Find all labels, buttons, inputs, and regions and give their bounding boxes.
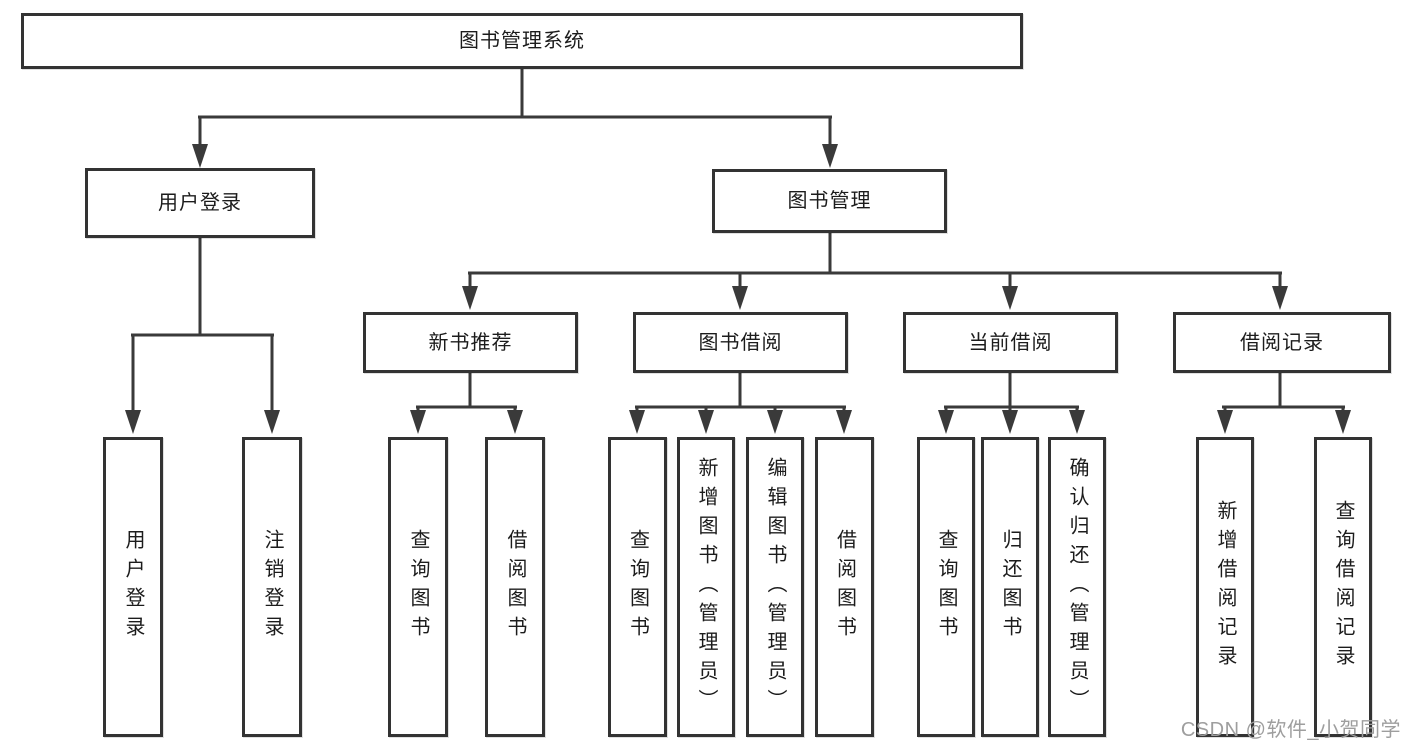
node-user-login: 用户登录 [85, 168, 315, 238]
node-current-borrow: 当前借阅 [903, 312, 1118, 373]
leaf-return-book: 归还图书 [981, 437, 1039, 737]
leaf-edit-book-admin: 编辑图书（管理员） [746, 437, 804, 737]
watermark: CSDN @软件_小贺同学 [1180, 719, 1401, 741]
node-borrow-records: 借阅记录 [1173, 312, 1391, 373]
leaf-query-books-current: 查询图书 [917, 437, 975, 737]
leaf-query-books-recommend: 查询图书 [388, 437, 448, 737]
leaf-add-book-admin: 新增图书（管理员） [677, 437, 735, 737]
leaf-user-login: 用户登录 [103, 437, 163, 737]
leaf-borrow-books-recommend: 借阅图书 [485, 437, 545, 737]
leaf-query-borrow-record: 查询借阅记录 [1314, 437, 1372, 737]
leaf-borrow-books: 借阅图书 [815, 437, 874, 737]
leaf-logout: 注销登录 [242, 437, 302, 737]
node-new-book-recommend: 新书推荐 [363, 312, 578, 373]
node-book-management: 图书管理 [712, 169, 947, 233]
leaf-add-borrow-record: 新增借阅记录 [1196, 437, 1254, 737]
leaf-query-books-borrow: 查询图书 [608, 437, 667, 737]
leaf-confirm-return-admin: 确认归还（管理员） [1048, 437, 1106, 737]
node-root: 图书管理系统 [21, 13, 1023, 69]
node-book-borrow: 图书借阅 [633, 312, 848, 373]
